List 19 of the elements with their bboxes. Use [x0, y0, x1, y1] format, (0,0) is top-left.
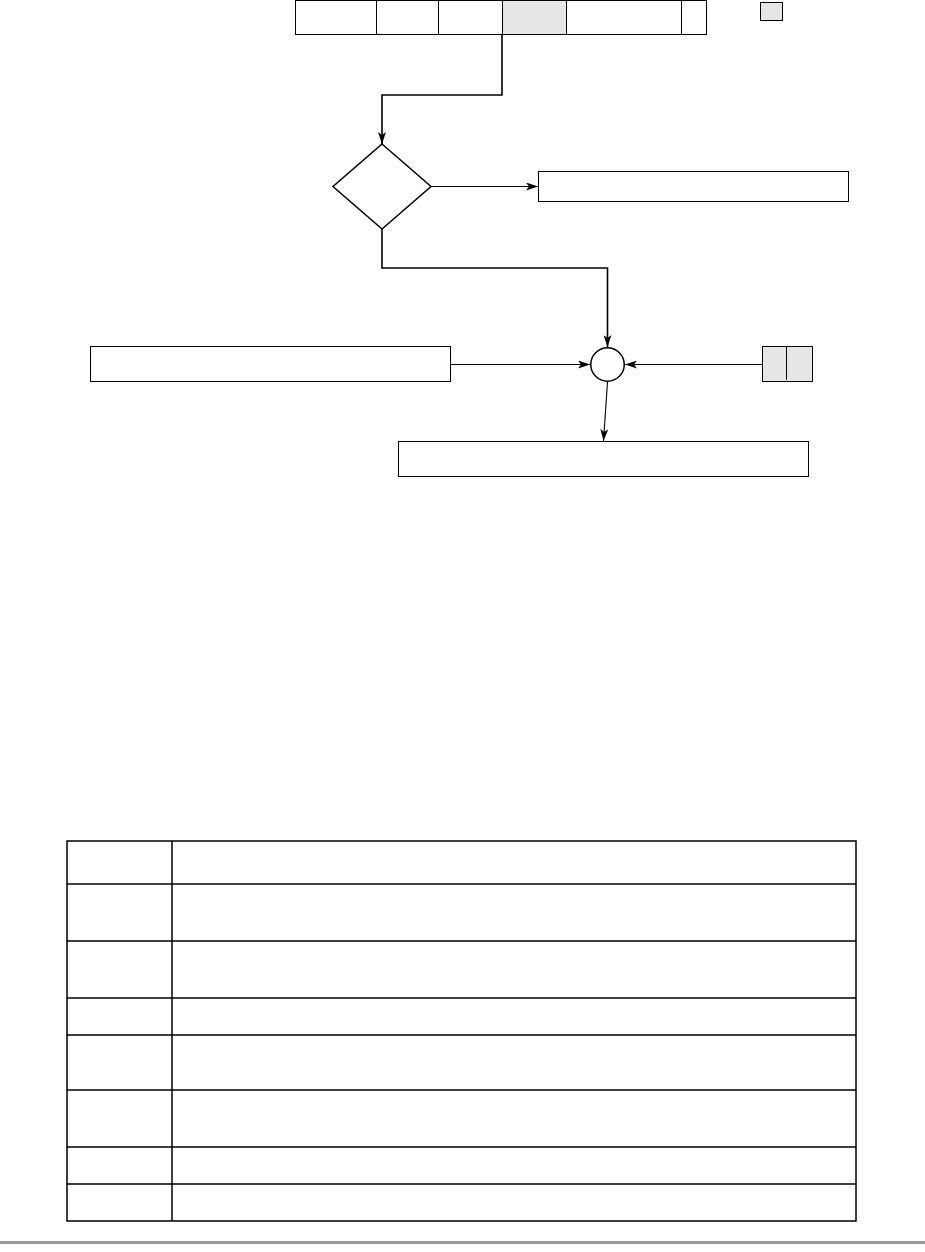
- arrow: [430, 182, 539, 191]
- register-field: [566, 0, 682, 35]
- arrow: [381, 228, 612, 348]
- register-field: [376, 0, 439, 35]
- arrow: [378, 34, 503, 145]
- shaded-square: [760, 2, 783, 21]
- process-box: [90, 346, 451, 382]
- register-field: [295, 0, 377, 35]
- arrow: [600, 381, 609, 442]
- arrow: [624, 360, 763, 369]
- register-field: [681, 0, 707, 35]
- process-box: [398, 441, 809, 477]
- shaded-register: [762, 346, 813, 382]
- decision-diamond: [333, 144, 431, 229]
- register-field: [438, 0, 503, 35]
- register-field: [502, 0, 567, 35]
- arrow: [450, 360, 591, 369]
- junction-circle: [590, 347, 625, 382]
- process-box: [538, 171, 849, 202]
